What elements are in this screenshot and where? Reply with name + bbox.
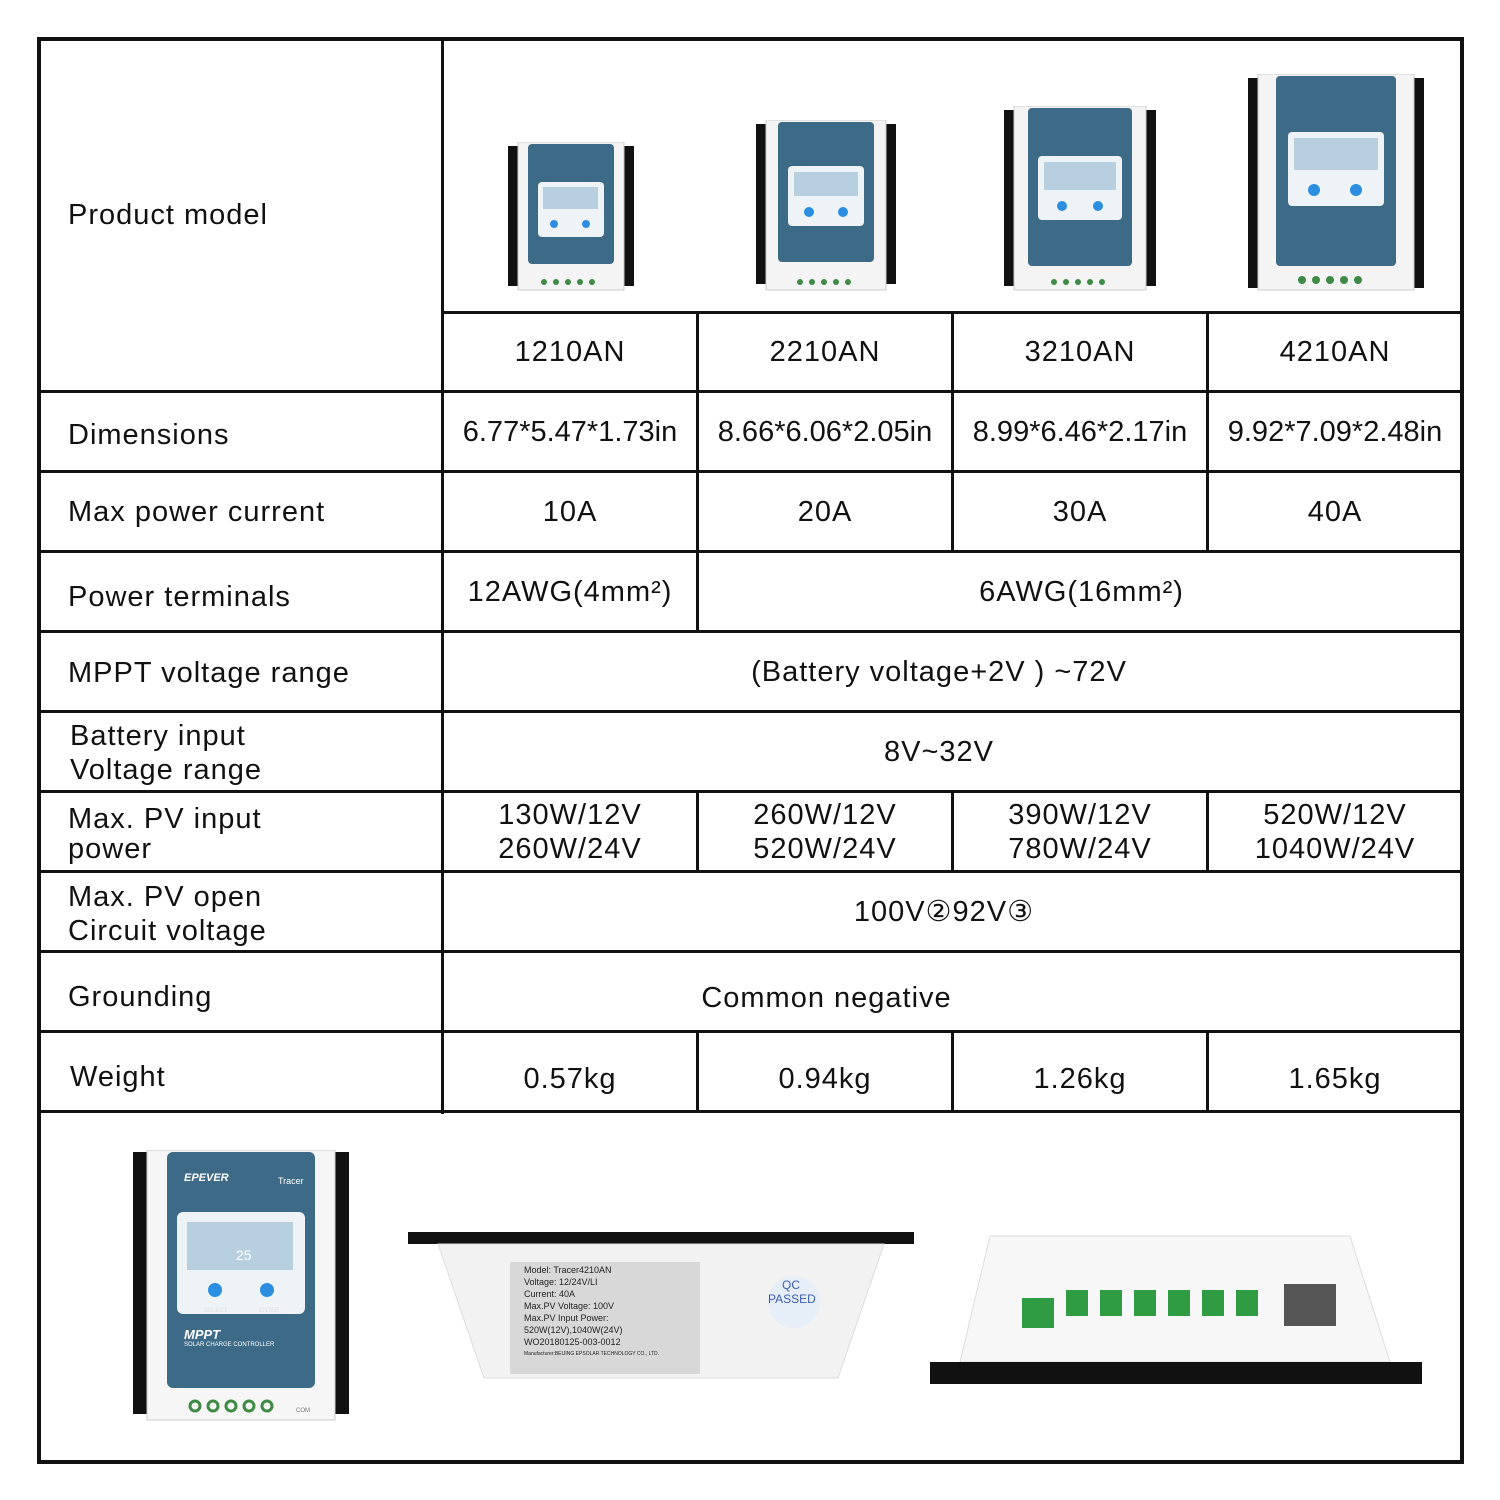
- divider: [1206, 311, 1209, 553]
- divider: [37, 710, 1464, 713]
- divider: [441, 37, 444, 1114]
- label-dimensions: Dimensions: [68, 419, 230, 451]
- device-enter-label: ENTER: [259, 1308, 280, 1314]
- label-grounding: Grounding: [68, 981, 213, 1013]
- label-power-terminals: Power terminals: [68, 581, 291, 613]
- label-battery-input-2: Voltage range: [70, 754, 262, 786]
- divider: [951, 311, 954, 553]
- device-title: MPPT: [184, 1327, 221, 1342]
- pv-power-12v: 130W/12V: [498, 798, 642, 831]
- weight-value: 1.65kg: [1288, 1062, 1382, 1095]
- weight-value: 1.26kg: [1033, 1062, 1127, 1095]
- dimensions-value: 6.77*5.47*1.73in: [462, 415, 678, 448]
- terminal-value: 6AWG(16mm²): [979, 575, 1184, 608]
- label-line: Max.PV Voltage: 100V: [524, 1301, 615, 1311]
- divider: [696, 311, 699, 553]
- divider: [951, 790, 954, 873]
- model-name: 4210AN: [1279, 336, 1391, 368]
- controller-image-2210an: [756, 120, 896, 291]
- controller-image-1210an: [508, 142, 634, 291]
- controller-front-photo: [133, 1149, 349, 1450]
- label-max-pv-power: Max. PV input: [68, 803, 262, 835]
- label-battery-input: Battery input: [70, 720, 246, 752]
- current-value: 10A: [542, 495, 598, 528]
- product-label: Model: Tracer4210AN Voltage: 12/24V/LI C…: [524, 1264, 659, 1360]
- label-line: Voltage: 12/24V/LI: [524, 1277, 598, 1287]
- controller-terminal-graphic: [930, 1235, 1422, 1384]
- pv-power-24v: 780W/24V: [1008, 832, 1152, 865]
- pv-power-24v: 1040W/24V: [1254, 832, 1416, 865]
- label-max-power-current: Max power current: [68, 496, 326, 528]
- device-port-label: COM: [296, 1408, 310, 1414]
- label-weight: Weight: [70, 1061, 166, 1093]
- controller-back-graphic: [408, 1232, 914, 1379]
- dimensions-value: 9.92*7.09*2.48in: [1227, 415, 1443, 448]
- weight-value: 0.94kg: [778, 1062, 872, 1095]
- current-value: 40A: [1307, 495, 1363, 528]
- model-name: 2210AN: [769, 336, 881, 368]
- divider: [951, 1030, 954, 1113]
- divider: [37, 790, 1464, 793]
- pv-power-24v: 260W/24V: [498, 832, 642, 865]
- label-max-pv-power-2: power: [68, 833, 152, 865]
- battery-voltage-value: 8V~32V: [883, 735, 994, 768]
- divider: [37, 630, 1464, 633]
- divider: [37, 870, 1464, 873]
- device-subtitle: SOLAR CHARGE CONTROLLER: [184, 1342, 275, 1348]
- label-mppt-voltage-range: MPPT voltage range: [68, 657, 350, 689]
- mppt-voltage-value: (Battery voltage+2V ) ~72V: [751, 655, 1127, 688]
- terminal-value: 12AWG(4mm²): [467, 575, 673, 608]
- controller-terminal-photo: [930, 1232, 1422, 1388]
- current-value: 20A: [797, 495, 853, 528]
- device-display: 25: [236, 1247, 252, 1263]
- pv-power-12v: 520W/12V: [1263, 798, 1407, 831]
- qc-stamp-2: PASSED: [768, 1292, 816, 1306]
- divider: [37, 1110, 1464, 1113]
- divider: [696, 550, 699, 633]
- model-name: 3210AN: [1024, 336, 1136, 368]
- model-name: 1210AN: [514, 336, 626, 368]
- pv-open-voltage-value: 100V②92V③: [853, 895, 1035, 928]
- dimensions-value: 8.99*6.46*2.17in: [972, 415, 1188, 448]
- label-line: 520W(12V),1040W(24V): [524, 1325, 623, 1335]
- divider: [37, 1030, 1464, 1033]
- weight-value: 0.57kg: [523, 1062, 617, 1095]
- label-line: WO20180125-003-0012: [524, 1337, 621, 1347]
- pv-power-24v: 520W/24V: [753, 832, 897, 865]
- qc-stamp: QC: [782, 1278, 800, 1292]
- current-value: 30A: [1052, 495, 1108, 528]
- label-max-pv-open: Max. PV open: [68, 881, 263, 913]
- label-line: Manufacturer:BEIJING EPSOLAR TECHNOLOGY …: [524, 1351, 660, 1357]
- pv-power-12v: 390W/12V: [1008, 798, 1152, 831]
- divider: [1206, 790, 1209, 873]
- divider: [37, 470, 1464, 473]
- divider: [37, 550, 1464, 553]
- divider: [696, 790, 699, 873]
- divider: [37, 950, 1464, 953]
- label-line: Max.PV Input Power:: [524, 1313, 609, 1323]
- device-series: Tracer: [278, 1176, 304, 1186]
- label-line: Model: Tracer4210AN: [524, 1265, 612, 1275]
- label-max-pv-open-2: Circuit voltage: [68, 915, 267, 947]
- controller-back-photo: [408, 1228, 914, 1390]
- divider: [696, 1030, 699, 1113]
- label-product-model: Product model: [68, 199, 268, 231]
- controller-image-3210an: [1004, 106, 1156, 291]
- divider: [1206, 1030, 1209, 1113]
- grounding-value: Common negative: [701, 982, 952, 1014]
- label-line: Current: 40A: [524, 1289, 576, 1299]
- spec-table: [37, 37, 1464, 1464]
- controller-front-graphic: [133, 1149, 349, 1421]
- pv-power-12v: 260W/12V: [753, 798, 897, 831]
- device-brand: EPEVER: [184, 1172, 229, 1184]
- device-select-label: SELECT: [204, 1308, 228, 1314]
- controller-image-4210an: [1248, 74, 1424, 291]
- divider: [37, 390, 1464, 393]
- dimensions-value: 8.66*6.06*2.05in: [717, 415, 933, 448]
